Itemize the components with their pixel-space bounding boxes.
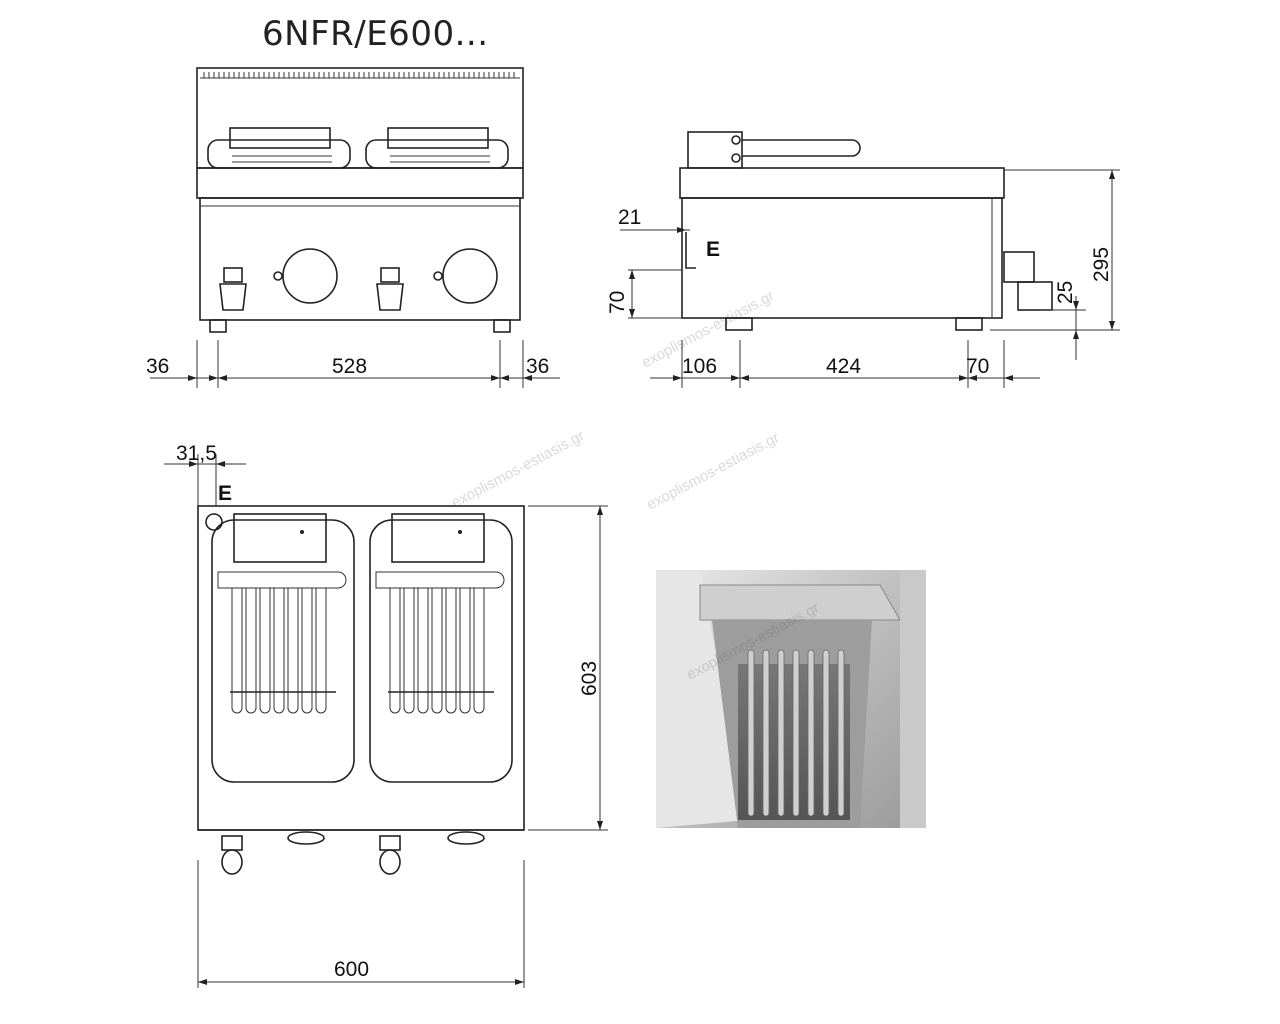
front-dim-left: 36 (146, 355, 169, 378)
side-foot-back (955, 317, 983, 331)
dimension-arrow (198, 979, 207, 985)
dimension-arrow (673, 375, 682, 381)
dimension-arrow (597, 821, 603, 830)
side-drain-tap (1003, 251, 1053, 311)
side-dim-424: 424 (826, 355, 861, 378)
side-label-e: E (706, 238, 720, 261)
dimension-arrow (629, 270, 635, 279)
front-vent-grille (200, 72, 520, 79)
dimension-arrow (968, 375, 977, 381)
top-dim-603: 603 (578, 661, 601, 696)
side-dim-21: 21 (618, 206, 641, 229)
dimension-arrow (491, 375, 500, 381)
top-tank-right (369, 513, 513, 783)
dimension-arrow (1109, 321, 1115, 330)
top-label-e: E (218, 482, 232, 505)
front-foot-left (209, 319, 227, 333)
dimension-arrow (500, 375, 509, 381)
dimension-arrow (1004, 375, 1013, 381)
dimension-arrow (740, 375, 749, 381)
front-view: 36 528 36 (146, 67, 560, 388)
top-dim-600: 600 (334, 958, 369, 981)
side-dim-25: 25 (1054, 281, 1077, 304)
top-dim-31-5: 31,5 (176, 442, 217, 465)
front-heater-left (207, 127, 351, 169)
front-back-panel (196, 67, 524, 169)
side-basket-handle (687, 131, 861, 169)
side-body (681, 197, 1003, 319)
indicator-light-left (273, 271, 283, 281)
dimension-arrow (629, 309, 635, 318)
front-body (199, 197, 521, 321)
front-heater-right (365, 127, 509, 169)
side-foot-front (725, 317, 753, 331)
dimension-arrow (1073, 301, 1079, 310)
top-drain-e-marker (205, 513, 223, 531)
dimension-arrow (959, 375, 968, 381)
dimension-arrow (1109, 170, 1115, 179)
front-foot-right (493, 319, 511, 333)
drain-tap-right (376, 267, 404, 311)
dimension-arrow (218, 375, 227, 381)
dimension-arrow (189, 461, 198, 467)
top-tap-right (379, 831, 485, 875)
dimension-arrow (209, 375, 218, 381)
top-tank-left (211, 513, 355, 783)
dimension-arrow (731, 375, 740, 381)
dimension-arrow (677, 227, 686, 233)
side-dim-106: 106 (682, 355, 717, 378)
watermark-layer: exoplismos-estiasis.gr exoplismos-estias… (449, 287, 822, 683)
dimension-arrow (188, 375, 197, 381)
front-dim-right: 36 (526, 355, 549, 378)
side-dim-295: 295 (1090, 247, 1113, 282)
top-tap-left (221, 831, 325, 875)
dimension-arrow (597, 506, 603, 515)
top-view: E 31,5 603 (164, 442, 608, 988)
dimension-arrow (523, 375, 532, 381)
thermostat-knob-left (282, 248, 338, 304)
product-photo (656, 570, 926, 828)
side-view: E 21 70 295 25 106 424 70 (606, 131, 1120, 388)
model-title: 6NFR/E600... (262, 14, 489, 54)
svg-text:exoplismos-estiasis.gr: exoplismos-estiasis.gr (644, 429, 782, 513)
front-top-deck (196, 167, 524, 199)
front-dim-width: 528 (332, 355, 367, 378)
side-dim-70-width: 70 (966, 355, 989, 378)
drain-tap-left (219, 267, 247, 311)
dimension-arrow (515, 979, 524, 985)
thermostat-knob-right (442, 248, 498, 304)
dimension-arrow (216, 461, 225, 467)
svg-text:exoplismos-estiasis.gr: exoplismos-estiasis.gr (449, 427, 587, 511)
side-top-deck (679, 167, 1005, 199)
indicator-light-right (433, 271, 443, 281)
side-dim-70-height: 70 (606, 291, 629, 314)
dimension-arrow (1073, 330, 1079, 339)
